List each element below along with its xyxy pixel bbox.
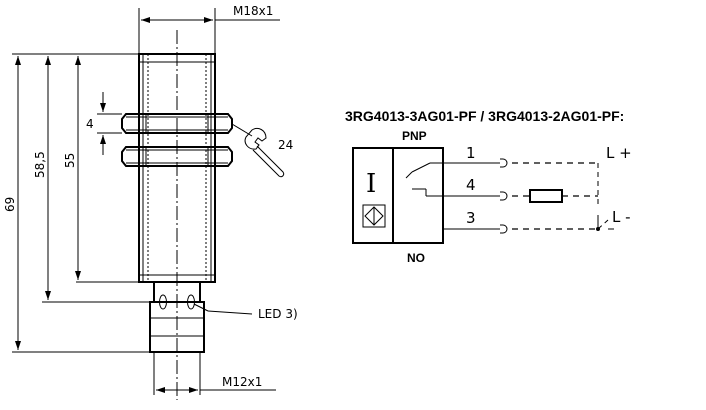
- wrench-size-label: 24: [278, 138, 293, 152]
- nut-lower: [121, 146, 233, 167]
- inductive-sensor-icon: I: [362, 169, 386, 228]
- length-55-label: 55: [63, 153, 77, 168]
- terminal-l-plus: L +: [606, 144, 632, 162]
- pin-1-label: 1: [466, 144, 476, 162]
- total-length-label: 69: [3, 197, 17, 212]
- pin-4-label: 4: [466, 176, 476, 194]
- output-type-pnp: PNP: [402, 129, 427, 143]
- thread-top-label: M18x1: [233, 4, 273, 18]
- resistor-icon: [529, 189, 563, 203]
- nut-upper: [121, 113, 233, 134]
- wrench-icon: [231, 123, 285, 178]
- bottom-thread-dimension: M12x1: [156, 375, 276, 393]
- nut-thickness-dimension: 4: [86, 92, 122, 155]
- thread-bottom-label: M12x1: [222, 375, 262, 389]
- output-type-no: NO: [407, 251, 425, 265]
- pin-1-line: [443, 158, 599, 208]
- switch-contact: [405, 162, 443, 197]
- sensor-symbol-letter: I: [366, 169, 376, 199]
- sensor-body: M18x1: [121, 4, 280, 400]
- pin-4-line: [443, 191, 598, 201]
- nut-thickness-label: 4: [86, 117, 94, 131]
- pin-3-line: [443, 215, 614, 234]
- length-dimensions: 69 58,5 55: [3, 53, 150, 353]
- led-label: LED 3): [258, 307, 298, 321]
- wiring-title: 3RG4013-3AG01-PF / 3RG4013-2AG01-PF:: [345, 108, 624, 124]
- pin-3-label: 3: [466, 209, 476, 227]
- terminal-l-minus: L -: [612, 208, 631, 226]
- led-icon: [159, 294, 195, 310]
- length-58-5-label: 58,5: [33, 151, 47, 178]
